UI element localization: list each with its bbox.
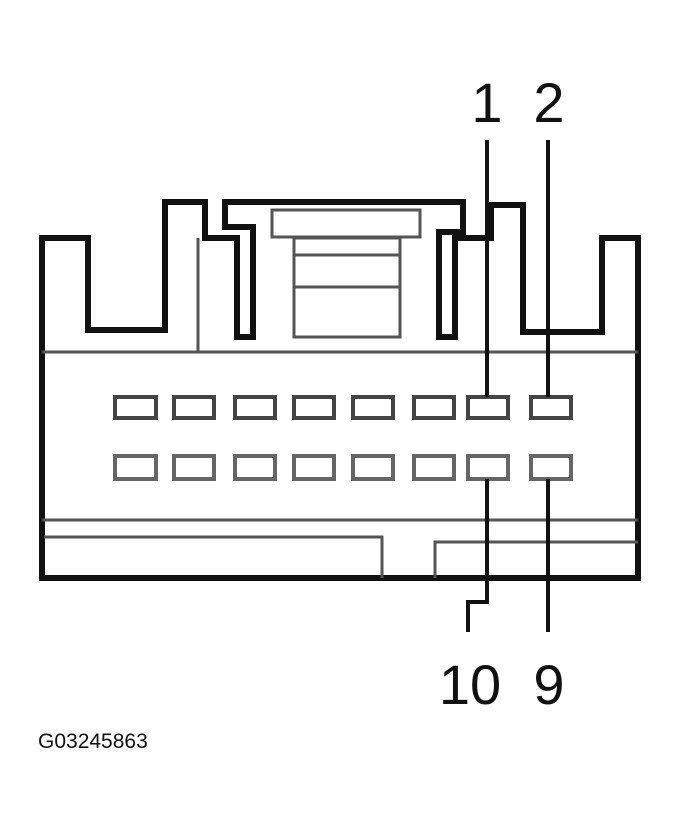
bottom-right-panel [433, 540, 638, 578]
pin-label-10: 10 [439, 653, 501, 716]
bottom-left-panel [44, 535, 384, 578]
leader-line-10 [466, 479, 489, 632]
pin-cavity-1 [466, 395, 510, 420]
pin-cavity [113, 395, 158, 420]
pin-cavity [172, 395, 216, 420]
pin-label-1: 1 [471, 71, 502, 134]
pin-cavity [172, 454, 216, 481]
pin-cavity-10 [466, 454, 510, 481]
pin-row-bottom [113, 454, 573, 481]
pin-row-top [113, 395, 573, 420]
pin-cavity [233, 454, 277, 481]
pin-cavity [351, 395, 395, 420]
latch-bar [270, 208, 422, 239]
pin-cavity [412, 454, 456, 481]
pin-label-2: 2 [533, 71, 564, 134]
pin-cavity [113, 454, 158, 481]
pin-cavity [292, 454, 336, 481]
connector-housing-outline [39, 199, 641, 581]
pin-cavity [233, 395, 277, 420]
figure-code: G03245863 [38, 730, 148, 753]
pin-cavity-9 [529, 454, 573, 481]
pin-label-9: 9 [533, 653, 564, 716]
pin-cavity [292, 395, 336, 420]
pin-cavity-2 [529, 395, 573, 420]
pin-cavity [351, 454, 395, 481]
pin-cavity [412, 395, 456, 420]
